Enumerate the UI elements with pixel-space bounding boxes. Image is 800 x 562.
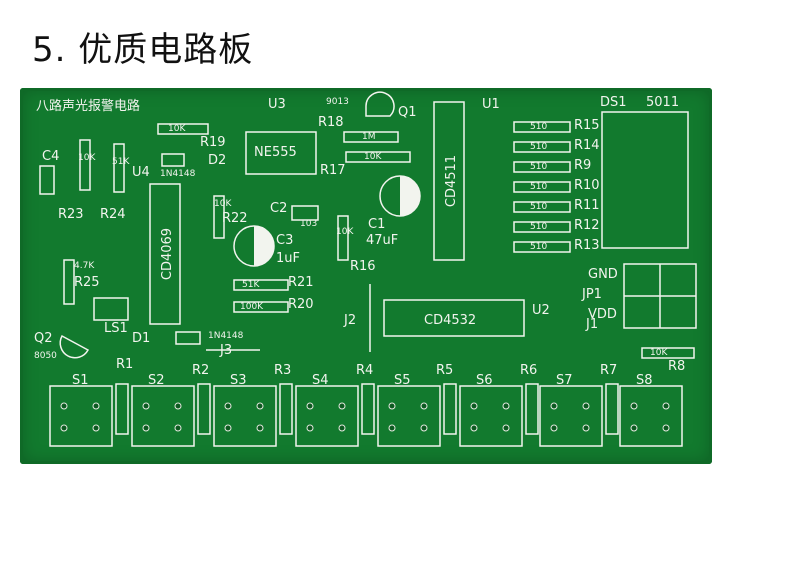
res-510-1: 510 [530, 122, 548, 132]
cd4069-label: CD4069 [160, 228, 175, 280]
label-jp1: JP1 [582, 287, 602, 302]
label-5011: 5011 [646, 95, 680, 110]
row-resistor-label: R1 [116, 357, 134, 372]
label-r12: R12 [574, 218, 600, 233]
label-c4: C4 [42, 149, 60, 164]
row-resistor-label: R6 [520, 363, 538, 378]
label-c2: C2 [270, 201, 288, 216]
label-u1: U1 [482, 97, 500, 112]
label-4-7k: 4.7K [74, 261, 95, 271]
switch-label: S6 [476, 373, 493, 388]
pcb-silkscreen: CD4069 CD4511 [39, 91, 697, 447]
q1-outline [365, 91, 395, 117]
label-u3: U3 [268, 97, 286, 112]
label-r8-top: R8 [668, 359, 686, 374]
label-j2: J2 [344, 313, 357, 328]
label-r15: R15 [574, 118, 600, 133]
label-r13: R13 [574, 238, 600, 253]
label-q2: Q2 [34, 331, 53, 346]
switch-label: S1 [72, 373, 89, 388]
label-r18: R18 [318, 115, 344, 130]
res-10k-a: 10K [168, 124, 186, 134]
res-510-2: 510 [530, 142, 548, 152]
label-r25: R25 [74, 275, 100, 290]
res-510-7: 510 [530, 242, 548, 252]
res-510-6: 510 [530, 222, 548, 232]
label-d2: D2 [208, 153, 227, 168]
label-r24: R24 [100, 207, 126, 222]
label-d1: D1 [132, 331, 151, 346]
res-51k-a: 51K [242, 280, 260, 290]
page-heading: 5. 优质电路板 [32, 30, 254, 70]
res-100k: 100K [240, 302, 264, 312]
label-9013: 9013 [326, 97, 349, 107]
res-10k-f: 10K [650, 348, 668, 358]
label-103: 103 [300, 219, 318, 229]
label-cd4532: CD4532 [424, 313, 477, 328]
cd4511-outline [433, 101, 465, 261]
label-r20: R20 [288, 297, 314, 312]
switch-label: S3 [230, 373, 247, 388]
switch-label: S5 [394, 373, 411, 388]
label-r11: R11 [574, 198, 600, 213]
label-1uf: 1uF [276, 251, 300, 266]
row-resistor-label: R4 [356, 363, 374, 378]
res-10k-c: 10K [214, 199, 232, 209]
cd4069-outline [149, 183, 181, 325]
label-vdd: VDD [588, 307, 617, 322]
label-ds1: DS1 [600, 95, 627, 110]
res-510-5: 510 [530, 202, 548, 212]
row-resistor-label: R2 [192, 363, 210, 378]
switch-label: S4 [312, 373, 329, 388]
label-r17: R17 [320, 163, 346, 178]
label-r10: R10 [574, 178, 600, 193]
row-resistor-label: R3 [274, 363, 292, 378]
label-47uf: 47uF [366, 233, 399, 248]
label-r22: R22 [222, 211, 248, 226]
label-c1: C1 [368, 217, 386, 232]
res-10k-e: 10K [336, 227, 354, 237]
label-r21: R21 [288, 275, 314, 290]
res-1m: 1M [362, 132, 376, 142]
label-r16: R16 [350, 259, 376, 274]
row-resistor-label: R5 [436, 363, 454, 378]
ds1-outline [601, 111, 689, 249]
res-510-4: 510 [530, 182, 548, 192]
label-c3: C3 [276, 233, 294, 248]
label-u4: U4 [132, 165, 150, 180]
switch-label: S2 [148, 373, 165, 388]
label-r19: R19 [200, 135, 226, 150]
switch-label: S8 [636, 373, 653, 388]
label-r9: R9 [574, 158, 592, 173]
res-10k-b: 10K [364, 152, 382, 162]
label-r23: R23 [58, 207, 84, 222]
board-title: 八路声光报警电路 [36, 99, 141, 114]
label-r14: R14 [574, 138, 600, 153]
cd4511-label: CD4511 [444, 155, 459, 207]
q2-outline [59, 334, 90, 359]
switch-label: S7 [556, 373, 573, 388]
label-1n4148-b: 1N4148 [208, 331, 244, 341]
pcb-board: CD4069 CD4511 八路声光报警电路 U3 9013 Q1 U1 DS1… [20, 88, 712, 464]
label-q1: Q1 [398, 105, 417, 120]
cd4532-outline [383, 299, 525, 337]
row-resistor-label: R7 [600, 363, 618, 378]
ne555-outline [245, 131, 317, 175]
label-j1: J1 [586, 317, 599, 332]
label-8050: 8050 [34, 351, 57, 361]
label-j3: J3 [220, 343, 233, 358]
res-510-3: 510 [530, 162, 548, 172]
label-1n4148-a: 1N4148 [160, 169, 196, 179]
res-51k-b: 51K [112, 157, 130, 167]
label-gnd: GND [588, 267, 618, 282]
label-u2: U2 [532, 303, 550, 318]
res-10k-d: 10K [78, 153, 96, 163]
label-ls1: LS1 [104, 321, 128, 336]
label-ne555: NE555 [254, 145, 297, 160]
